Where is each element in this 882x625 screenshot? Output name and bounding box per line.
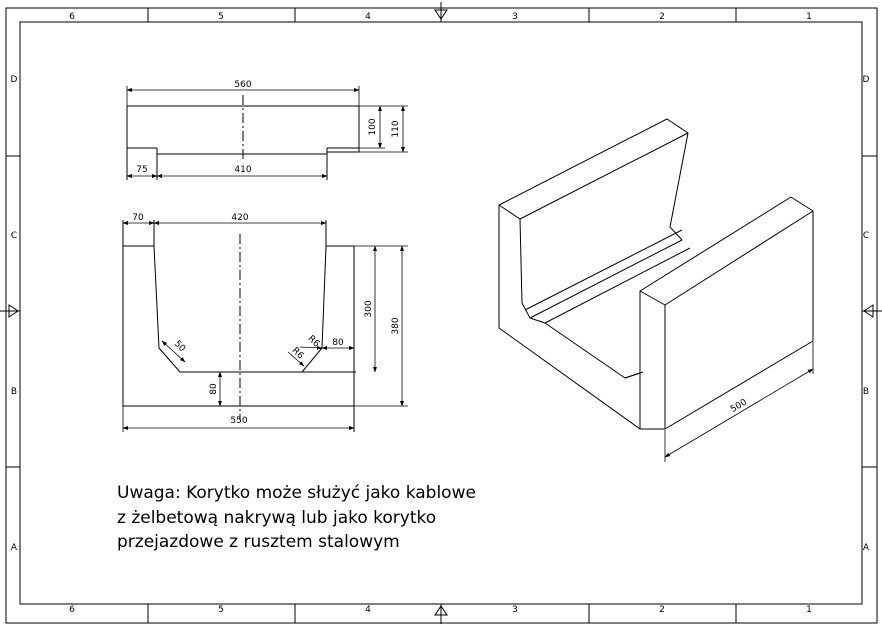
dim-top-overall-width: 560 — [234, 80, 251, 90]
dim-wall-thickness: 70 — [132, 213, 144, 223]
top-view: 560 100 110 75 410 — [126, 80, 408, 180]
note-line-2: z żelbetową nakrywą lub jako korytko — [117, 508, 437, 528]
top-view-outline — [126, 105, 360, 180]
note-line-1: Uwaga: Korytko może służyć jako kablowe — [117, 483, 476, 503]
dim-total-height: 380 — [391, 317, 401, 334]
grid-column-labels: 6 5 4 3 2 1 6 5 4 3 2 1 — [69, 12, 812, 615]
row-label-right-C: C — [863, 231, 869, 241]
col-label-bottom-5: 5 — [218, 605, 224, 615]
section-dims — [122, 221, 408, 432]
col-label-bottom-4: 4 — [365, 605, 371, 615]
grid-row-labels: D C B A D C B A — [11, 75, 870, 553]
col-label-bottom-1: 1 — [806, 605, 812, 615]
col-label-top-6: 6 — [69, 12, 75, 22]
col-label-top-2: 2 — [659, 12, 665, 22]
iso-view — [498, 118, 814, 462]
iso-left-wall-front — [498, 205, 641, 430]
iso-left-wall-inner — [519, 132, 689, 319]
col-label-bottom-2: 2 — [659, 605, 665, 615]
iso-right-wall-top — [639, 196, 814, 306]
dim-top-inner-height: 100 — [368, 118, 378, 135]
row-label-left-C: C — [11, 231, 17, 241]
dim-top-outer-height: 110 — [391, 120, 401, 137]
note-line-3: przejazdowe z rusztem stalowym — [117, 532, 400, 552]
row-label-left-D: D — [11, 75, 18, 85]
center-mark-top — [434, 2, 448, 22]
row-label-right-A: A — [863, 543, 870, 553]
dim-overall-width: 550 — [230, 416, 247, 426]
col-label-top-5: 5 — [218, 12, 224, 22]
dim-inner-depth: 300 — [364, 300, 374, 317]
center-mark-bottom — [434, 604, 448, 624]
center-mark-left — [0, 304, 20, 318]
col-label-top-1: 1 — [806, 12, 812, 22]
row-label-left-B: B — [11, 387, 17, 397]
iso-channel-bottom — [529, 247, 691, 324]
center-mark-right — [862, 304, 882, 318]
iso-channel-edge — [544, 322, 644, 379]
dim-top-inner-width: 420 — [231, 213, 248, 223]
dim-top-inner-width: 410 — [234, 165, 251, 175]
iso-inner-right — [624, 291, 641, 379]
col-label-top-4: 4 — [365, 12, 371, 22]
col-label-bottom-6: 6 — [69, 605, 75, 615]
section-view: 70 420 300 380 50 R6 R6 80 80 550 — [122, 213, 408, 432]
iso-right-wall-side — [664, 211, 814, 430]
dim-top-side-offset: 75 — [136, 165, 147, 175]
dim-iso-length: 500 — [729, 397, 749, 415]
row-label-right-B: B — [863, 387, 869, 397]
row-label-right-D: D — [863, 75, 870, 85]
section-outline — [122, 220, 356, 432]
iso-floor-line — [524, 229, 683, 311]
col-label-top-3: 3 — [512, 12, 518, 22]
dim-floor-thickness: 80 — [209, 383, 219, 395]
dim-bottom-offset: 80 — [332, 338, 344, 348]
top-view-dims — [126, 86, 408, 178]
col-label-bottom-3: 3 — [512, 605, 518, 615]
dim-radius-outer: R6 — [290, 346, 306, 362]
iso-left-wall-top — [498, 118, 689, 220]
row-label-left-A: A — [11, 543, 18, 553]
